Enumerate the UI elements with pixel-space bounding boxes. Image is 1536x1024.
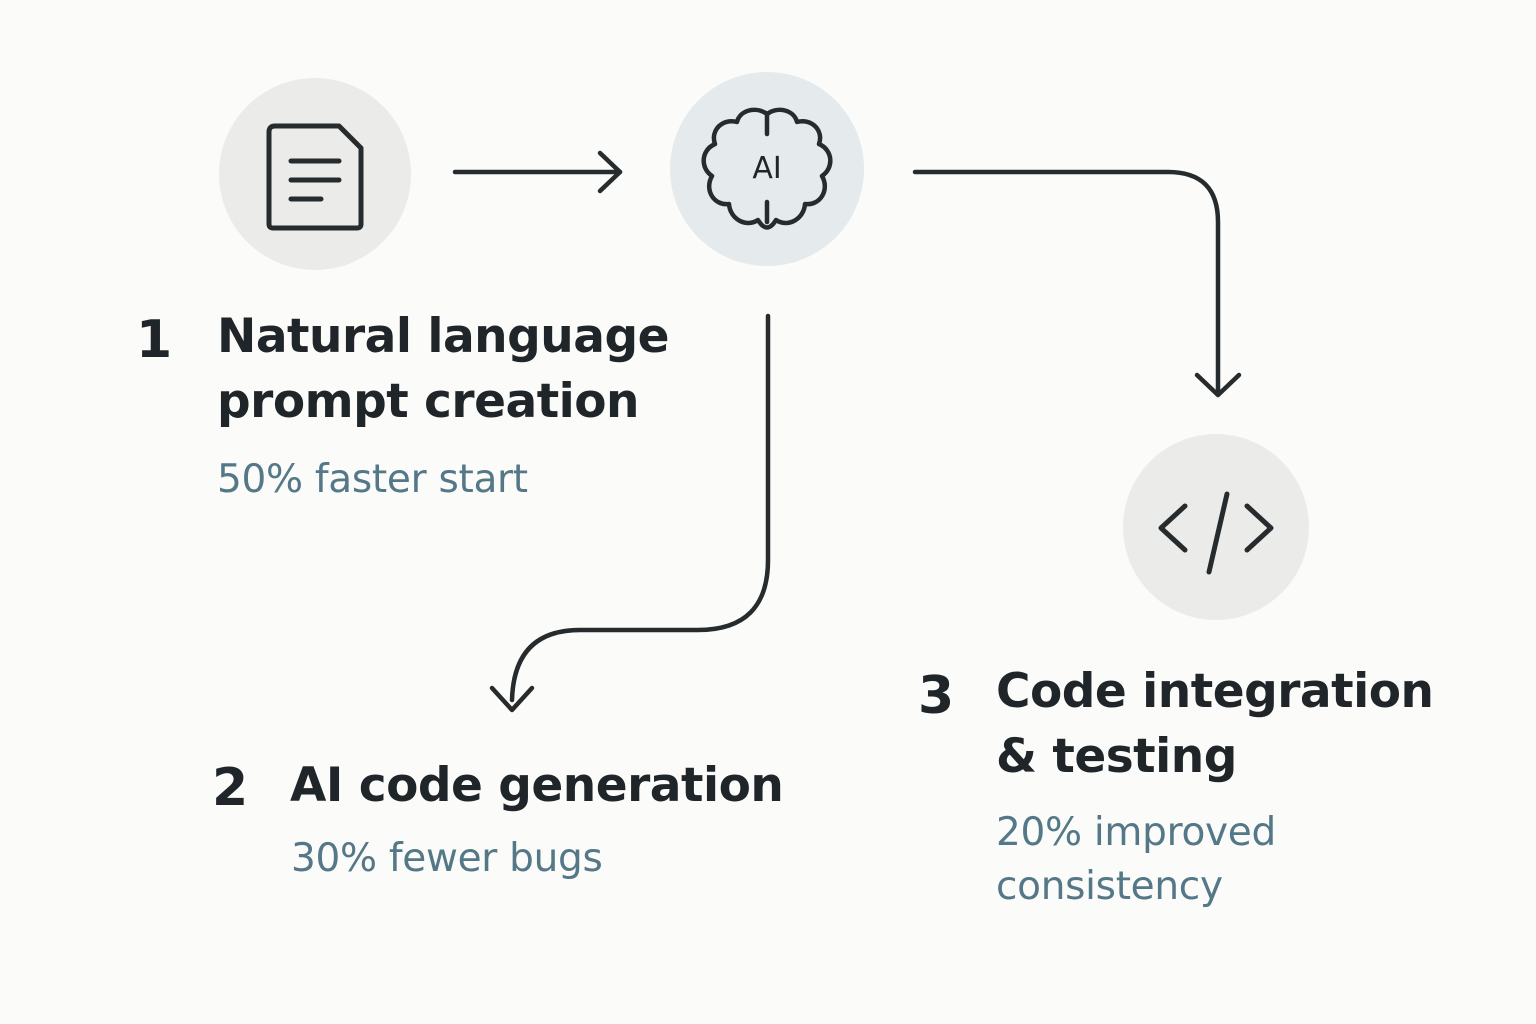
document-icon-circle (219, 78, 411, 270)
step-number-1: 1 (136, 310, 173, 370)
code-brackets-icon (1158, 491, 1274, 575)
step-stat-2: 30% fewer bugs (291, 836, 603, 881)
step-title-2: AI code generation (290, 758, 784, 813)
document-icon (266, 123, 364, 231)
arrow-ai-to-code (912, 169, 1221, 395)
code-brackets-icon-circle (1123, 434, 1309, 620)
step-title-3-line2: & testing (996, 729, 1237, 784)
step-title-1-line2: prompt creation (217, 374, 640, 429)
arrow-ai-to-generation-head (489, 685, 535, 713)
step-stat-3-line2: consistency (996, 864, 1223, 909)
arrow-prompt-to-ai-head (597, 150, 623, 194)
step-title-1-line1: Natural language (217, 309, 669, 364)
step-number-3: 3 (918, 666, 955, 726)
ai-brain-icon (701, 107, 833, 230)
step-title-3-line1: Code integration (996, 664, 1434, 719)
ai-icon-label: AI (752, 151, 782, 186)
arrow-ai-to-code-head (1194, 372, 1242, 398)
ai-brain-icon-circle: AI (670, 72, 864, 266)
step-stat-1: 50% faster start (217, 457, 528, 502)
arrow-ai-to-generation (509, 313, 771, 703)
step-stat-3-line1: 20% improved (996, 810, 1276, 855)
step-number-2: 2 (212, 758, 249, 818)
